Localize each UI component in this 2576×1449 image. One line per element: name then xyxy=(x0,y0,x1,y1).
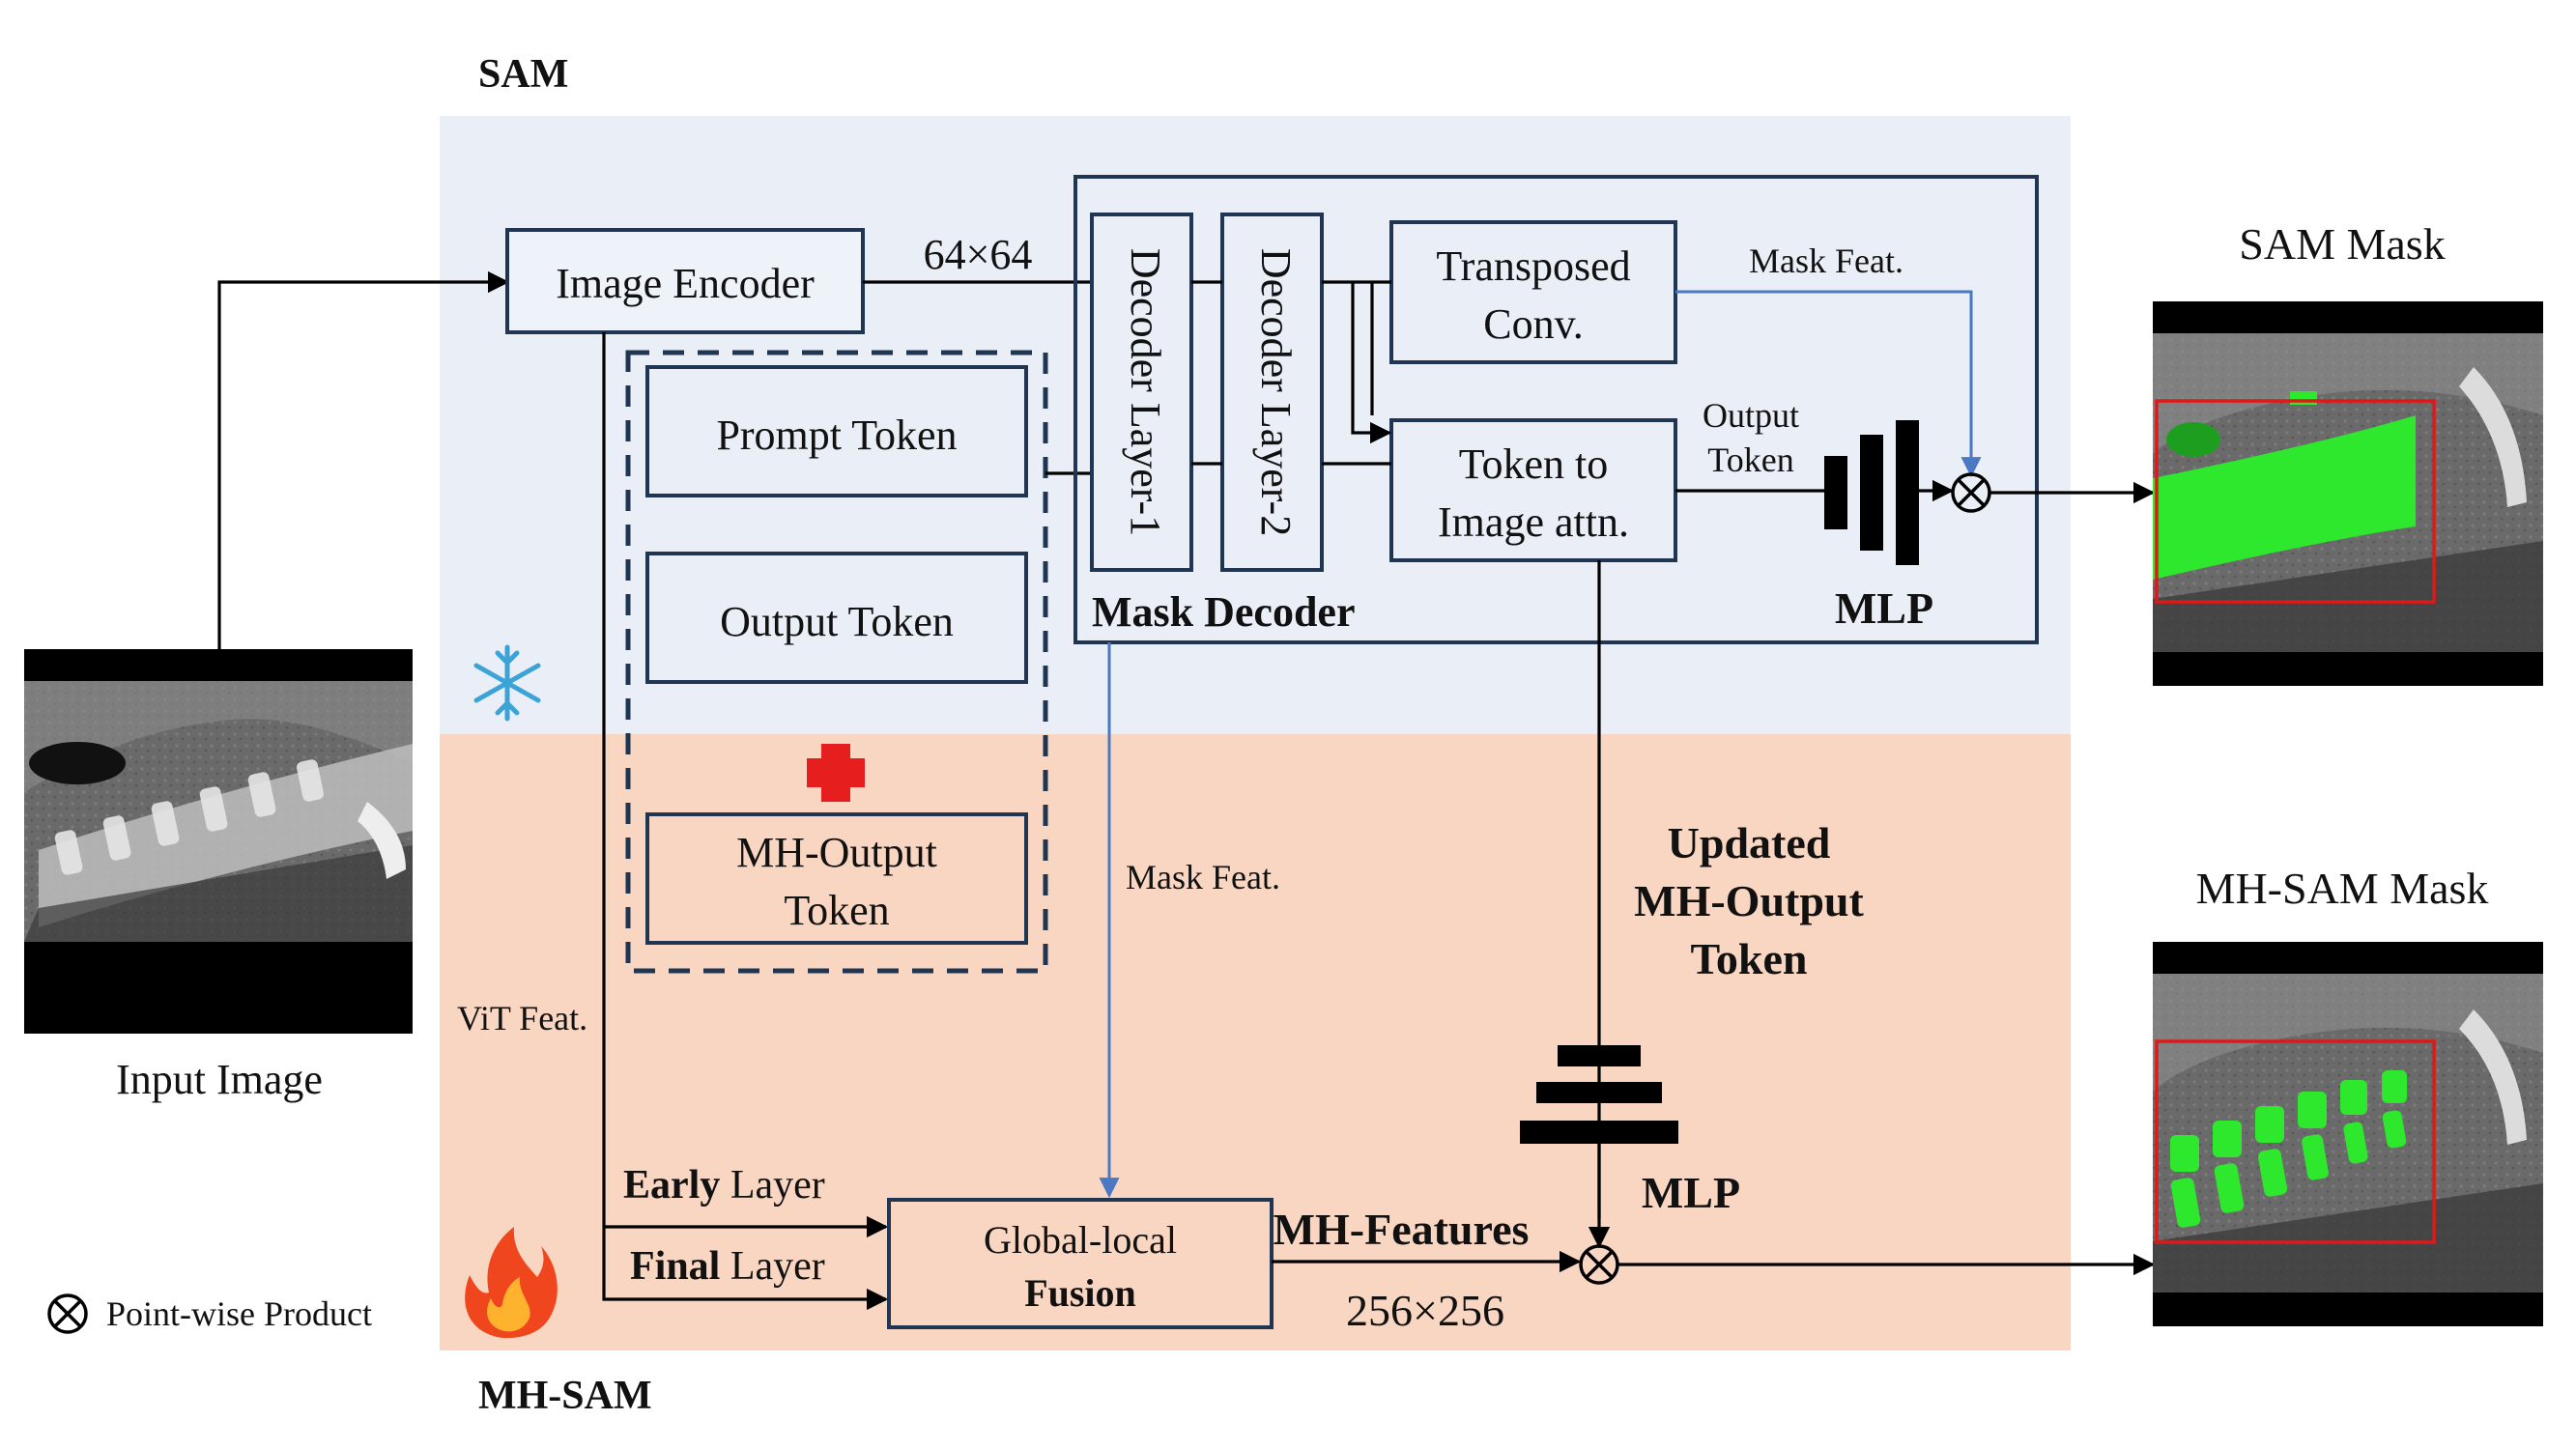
mask-decoder-title: Mask Decoder xyxy=(1092,588,1356,636)
decoder-layer-2-label: Decoder Layer-2 xyxy=(1252,248,1300,536)
final-layer-bold: Final xyxy=(630,1244,720,1289)
transposed-conv-label-1: Transposed xyxy=(1436,242,1630,290)
mlp-bottom-label: MLP xyxy=(1642,1168,1740,1217)
mask-decoder-container xyxy=(1073,175,2039,644)
token-group-dashed-box xyxy=(625,350,1048,974)
token-to-image-attn-label-2: Image attn. xyxy=(1438,498,1629,546)
input-image-label: Input Image xyxy=(116,1056,323,1103)
mh-output-token-box xyxy=(645,812,1028,945)
final-layer-rest: Layer xyxy=(720,1244,824,1289)
sam-section-title: SAM xyxy=(478,52,568,97)
fusion-label-1: Global-local xyxy=(984,1218,1177,1262)
mh-sam-mask-image xyxy=(2153,942,2543,1326)
dim-256-label: 256×256 xyxy=(1346,1286,1504,1335)
early-layer-bold: Early xyxy=(623,1163,720,1208)
mask-feat-top-label: Mask Feat. xyxy=(1749,242,1903,280)
dim-64-label: 64×64 xyxy=(924,231,1033,278)
prompt-token-box xyxy=(645,365,1028,497)
updated-label-3: Token xyxy=(1690,934,1807,983)
output-token-label: Output Token xyxy=(720,598,954,645)
vit-feat-label: ViT Feat. xyxy=(457,999,587,1037)
mh-sam-mask-label: MH-SAM Mask xyxy=(2196,864,2489,913)
token-to-image-attn-label-1: Token to xyxy=(1459,440,1609,488)
updated-label-1: Updated xyxy=(1668,818,1831,867)
sam-mask-label: SAM Mask xyxy=(2239,219,2445,269)
early-layer-rest: Layer xyxy=(720,1163,824,1208)
output-token-label-a: Output xyxy=(1703,396,1799,435)
decoder-layer-2-box xyxy=(1220,213,1324,572)
pointwise-product-icon xyxy=(47,1293,88,1334)
sam-mask-image xyxy=(2153,301,2543,686)
updated-label-2: MH-Output xyxy=(1634,876,1864,925)
plus-icon xyxy=(807,744,865,802)
output-token-box xyxy=(645,552,1028,684)
mask-feat-top-line xyxy=(1675,290,1982,478)
prompt-token-label: Prompt Token xyxy=(716,412,957,459)
mh-features-label: MH-Features xyxy=(1274,1205,1530,1254)
snowflake-icon xyxy=(473,644,541,722)
mlp-top-icon xyxy=(1824,420,1919,565)
decoder-2-branch-a xyxy=(1351,282,1392,444)
early-layer-label: Early Layer xyxy=(623,1163,825,1208)
fire-icon xyxy=(465,1227,558,1339)
mask-feat-mid-label: Mask Feat. xyxy=(1126,858,1280,896)
image-encoder-label: Image Encoder xyxy=(556,260,815,307)
mlp-bottom-icon xyxy=(1520,1045,1678,1144)
output-token-label-b: Token xyxy=(1707,440,1793,479)
legend-label: Point-wise Product xyxy=(106,1294,372,1333)
transposed-conv-label-2: Conv. xyxy=(1483,300,1584,348)
input-image xyxy=(24,649,413,1034)
fusion-label-2: Fusion xyxy=(1024,1271,1136,1315)
mh-output-token-label-2: Token xyxy=(784,887,889,934)
mh-sam-section-title: MH-SAM xyxy=(478,1374,652,1418)
mlp-top-label: MLP xyxy=(1835,583,1933,633)
sam-section-background xyxy=(440,116,2071,734)
image-encoder-box xyxy=(505,228,865,334)
vit-feat-line xyxy=(602,332,889,1311)
fusion-box xyxy=(887,1198,1274,1329)
final-layer-label: Final Layer xyxy=(630,1244,825,1289)
decoder-layer-1-box xyxy=(1090,213,1193,572)
mh-output-token-label-1: MH-Output xyxy=(736,829,937,876)
mh-sam-section-background xyxy=(440,734,2071,1350)
decoder-layer-1-label: Decoder Layer-1 xyxy=(1122,248,1169,536)
input-to-encoder-arrow xyxy=(217,270,510,649)
